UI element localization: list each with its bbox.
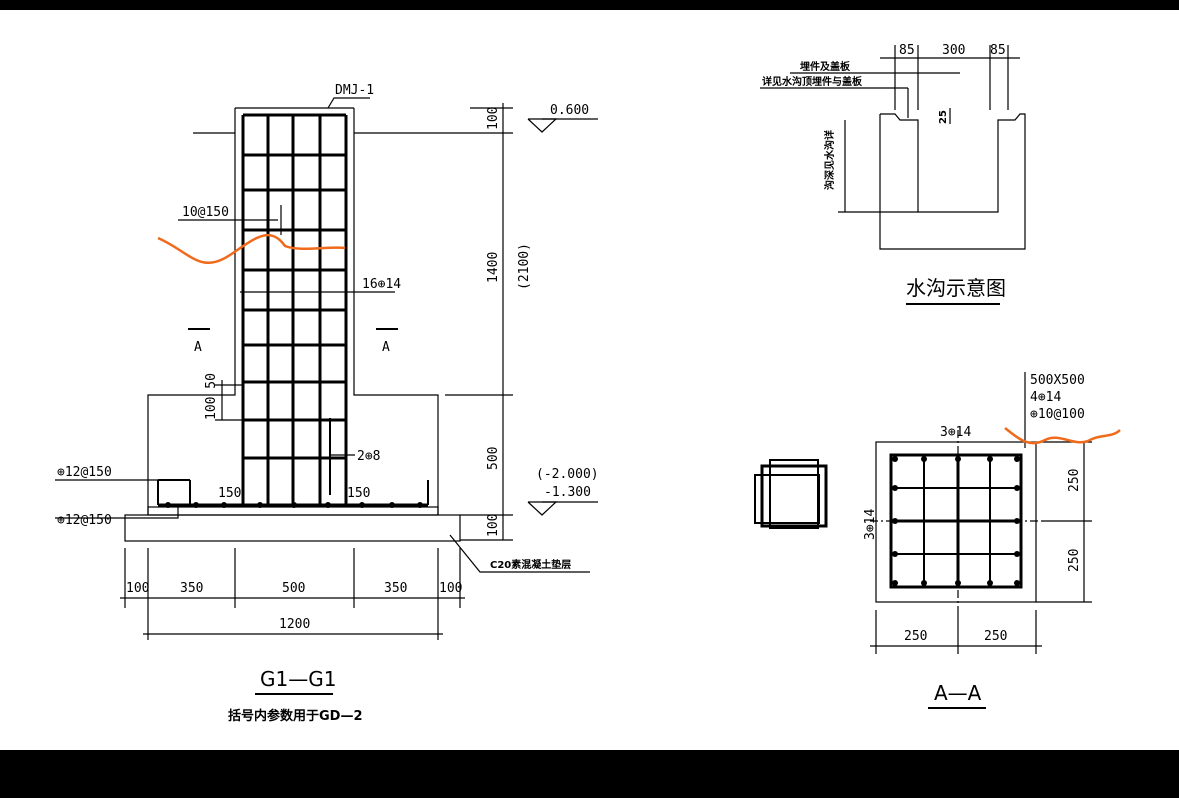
stirrup-detail-inner [754, 474, 820, 524]
section-mark-left: A [194, 340, 202, 355]
gutter-note-1: 埋件及盖板 [800, 60, 851, 73]
gutter-side-note: 沟深见水沟详 [823, 130, 836, 190]
gutter-d85-left: 85 [899, 43, 915, 58]
aa-d250-bottom-2: 250 [984, 629, 1007, 644]
dim-2100: (2100) [517, 243, 532, 290]
gutter-d85-right: 85 [990, 43, 1006, 58]
section-mark-right: A [382, 340, 390, 355]
w-500: 500 [282, 581, 305, 596]
dim-1400: 1400 [486, 252, 501, 283]
gutter-d25: 25 [938, 110, 949, 124]
cushion-layer [124, 514, 461, 542]
w-100-right: 100 [439, 581, 462, 596]
elev-bot-paren-label: (-2.000) [536, 467, 599, 482]
w-1200: 1200 [279, 617, 310, 632]
gutter-outline [879, 113, 1026, 250]
base-bar-label-1: ⊕12@150 [57, 465, 112, 480]
markup-squiggle-right [1004, 427, 1121, 445]
stirrup-label: 10@150 [182, 205, 229, 220]
elevation-mark-bottom [527, 501, 558, 516]
lap-left-label: 150 [218, 486, 241, 501]
dim-100-50: 100 50 [204, 373, 219, 420]
g1-title: G1—G1 [260, 667, 336, 691]
elev-bot-label: -1.300 [544, 485, 591, 500]
dmj-leader [327, 97, 370, 109]
aa-d250-bottom-1: 250 [904, 629, 927, 644]
section-g1: DMJ-1 10@150 16⊕14 A A 100 50 2⊕8 150 15… [55, 83, 599, 724]
w-100-left: 100 [126, 581, 149, 596]
w-350-left: 350 [180, 581, 203, 596]
section-aa: 3⊕14 3⊕14 500X500 4⊕14 ⊕10@100 250 250 2… [754, 372, 1121, 709]
w-350-right: 350 [384, 581, 407, 596]
column-outline-left [147, 108, 236, 515]
footing-base [147, 506, 439, 516]
g1-subtitle: 括号内参数用于GD—2 [228, 708, 363, 724]
aa-d250-right-2: 250 [1067, 549, 1082, 572]
dim-500: 500 [486, 447, 501, 470]
column-outline-right [353, 108, 439, 515]
aa-stirrup: ⊕10@100 [1030, 407, 1085, 422]
gutter-note-2: 详见水沟顶埋件与盖板 [762, 75, 863, 88]
column-section-outline [875, 441, 1037, 603]
gutter-d300: 300 [942, 43, 965, 58]
elevation-mark-top [527, 118, 558, 133]
structural-drawing: DMJ-1 10@150 16⊕14 A A 100 50 2⊕8 150 15… [55, 43, 1121, 724]
dim-100-bot: 100 [486, 514, 501, 537]
dim-100-top: 100 [486, 107, 501, 130]
gutter-schematic: 85 300 85 埋件及盖板 详见水沟顶埋件与盖板 沟深见水沟详 25 水沟示… [760, 43, 1026, 305]
markup-squiggle-left [157, 233, 346, 265]
gutter-title: 水沟示意图 [906, 276, 1006, 300]
concrete-note: C20素混凝土垫层 [490, 558, 571, 571]
drawing-sheet: DMJ-1 10@150 16⊕14 A A 100 50 2⊕8 150 15… [0, 10, 1179, 750]
dmj-label: DMJ-1 [335, 83, 374, 98]
aa-bars: 4⊕14 [1030, 390, 1061, 405]
elev-top-label: 0.600 [550, 103, 589, 118]
aa-top-bars: 3⊕14 [940, 425, 971, 440]
aa-title: A—A [934, 681, 982, 705]
concrete-leader [449, 534, 590, 573]
main-bars-label: 16⊕14 [362, 277, 401, 292]
stirrup-detail-outer [760, 464, 828, 528]
aa-d250-right-1: 250 [1067, 469, 1082, 492]
bars-2-label: 2⊕8 [357, 449, 380, 464]
rebar-cage [157, 113, 429, 508]
aa-size: 500X500 [1030, 373, 1085, 388]
lap-right-label: 150 [347, 486, 370, 501]
aa-side-bars: 3⊕14 [863, 509, 878, 540]
base-bar-label-2: ⊕12@150 [57, 513, 112, 528]
